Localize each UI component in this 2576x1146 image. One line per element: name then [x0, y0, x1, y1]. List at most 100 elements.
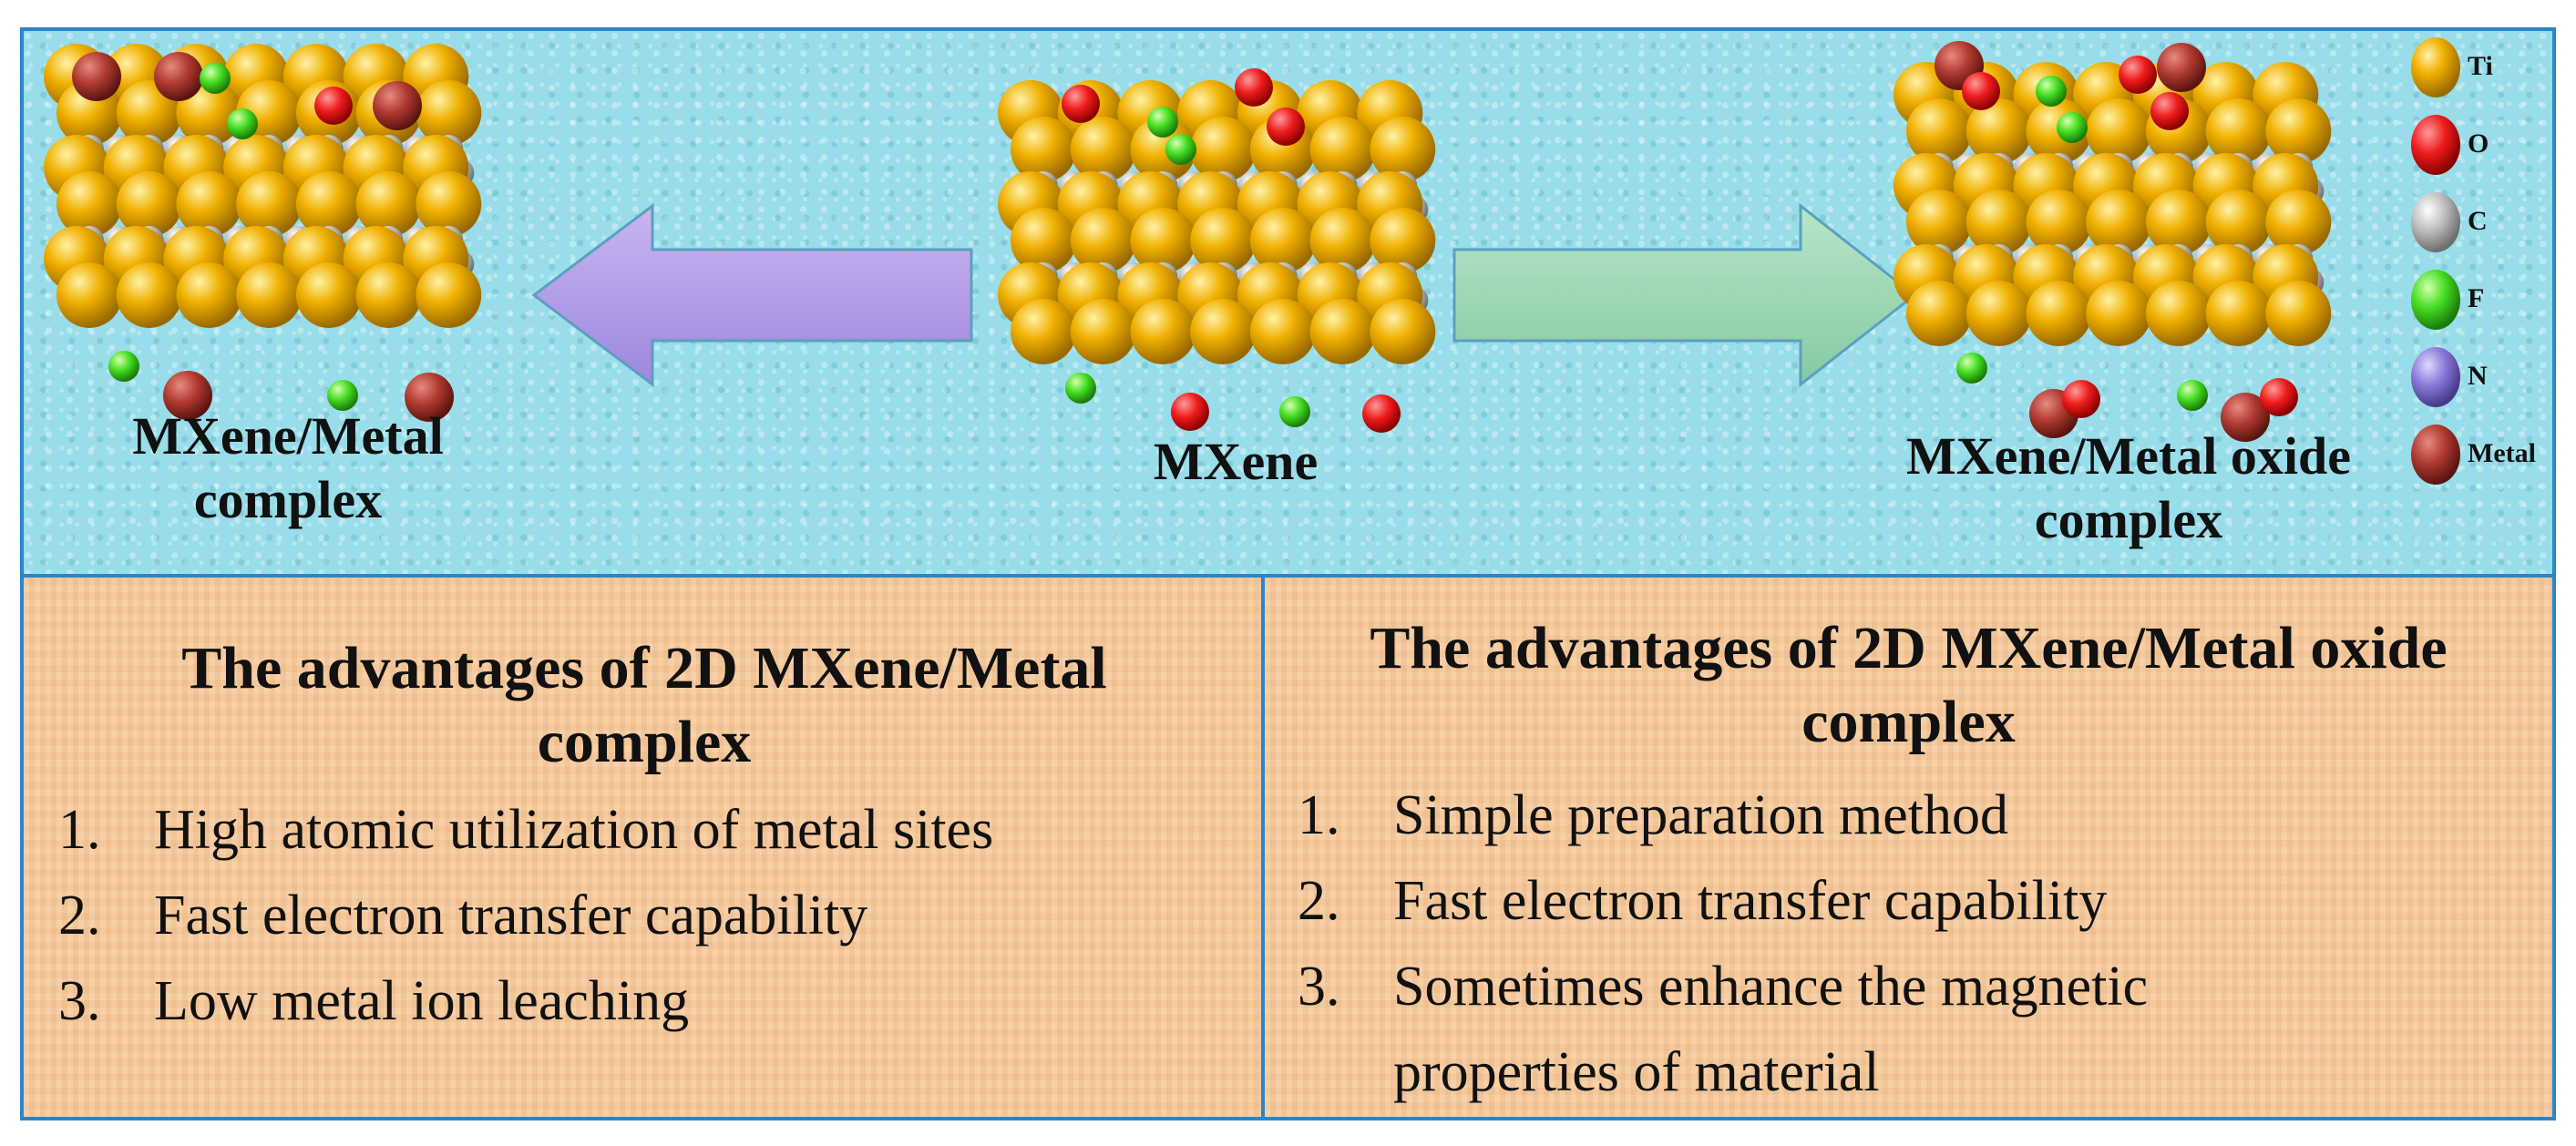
arrow-left-icon — [531, 202, 973, 388]
ti-atom — [355, 171, 422, 237]
ti-atom — [1130, 299, 1196, 364]
f-atom — [108, 351, 139, 382]
ti-atom — [2026, 189, 2092, 255]
metal-oxide-advantages-title: The advantages of 2D MXene/Metal oxide c… — [1265, 612, 2552, 759]
ti-atom — [176, 262, 242, 328]
ti-atom — [1190, 117, 1257, 182]
ti-atom — [1965, 98, 2032, 164]
o-atom — [2260, 378, 2298, 416]
legend-label: F — [2468, 283, 2485, 313]
ti-atom — [416, 262, 482, 328]
list-item: 3. Sometimes enhance the magnetic proper… — [1298, 944, 2537, 1115]
legend-ti-atom-icon — [2411, 37, 2460, 97]
ti-atom — [1011, 117, 1076, 182]
ti-atom — [1370, 299, 1436, 364]
ti-atom — [1309, 208, 1376, 273]
ti-atom — [1370, 208, 1436, 273]
ti-atom — [1011, 299, 1076, 364]
ti-atom — [1370, 117, 1436, 182]
structure-panel: MXene/Metal complex MXene MXene/Metal ox… — [24, 31, 2552, 578]
o-atom — [2150, 92, 2189, 130]
right-structure-label-line2: complex — [2034, 489, 2223, 549]
ti-atom — [1070, 208, 1136, 273]
ti-atom — [1130, 208, 1196, 273]
list-item: 2. Fast electron transfer capability — [58, 873, 1243, 958]
ti-atom — [2145, 281, 2212, 346]
o-atom — [1962, 72, 2000, 110]
list-number: 2. — [1298, 870, 1340, 932]
ti-atom — [2205, 189, 2272, 255]
ti-atom — [2145, 189, 2212, 255]
legend-o-atom-icon — [2411, 115, 2460, 175]
ti-atom — [416, 80, 482, 146]
list-item: 2. Fast electron transfer capability — [1298, 858, 2537, 944]
list-text: High atomic utilization of metal sites — [154, 799, 994, 861]
f-atom — [2036, 76, 2067, 107]
f-atom — [1165, 134, 1196, 165]
metal-complex-advantages-title: The advantages of 2D MXene/Metal complex — [24, 632, 1265, 779]
ti-atom — [2265, 281, 2332, 346]
o-atom — [314, 87, 353, 125]
o-atom — [2062, 380, 2100, 418]
f-atom — [1279, 396, 1310, 427]
o-atom — [2119, 56, 2157, 94]
ti-atom — [1965, 281, 2032, 346]
metal-oxide-title-line2: complex — [1801, 688, 2016, 755]
ti-atom — [1011, 208, 1076, 273]
f-atom — [327, 380, 358, 411]
ti-atom — [416, 171, 482, 237]
metal-atom — [72, 52, 121, 101]
ti-atom — [1190, 208, 1257, 273]
ti-atom — [2086, 281, 2152, 346]
o-atom — [1267, 107, 1305, 146]
list-text: Simple preparation method — [1393, 784, 2008, 846]
list-number: 3. — [58, 970, 101, 1032]
f-atom — [1956, 353, 1987, 384]
metal-atom — [2157, 43, 2206, 92]
list-number: 2. — [58, 885, 101, 946]
f-atom — [2057, 112, 2088, 143]
figure-frame: MXene/Metal complex MXene MXene/Metal ox… — [20, 27, 2556, 1120]
ti-atom — [1130, 117, 1196, 182]
o-atom — [1235, 68, 1273, 107]
metal-oxide-advantages-list: 1. Simple preparation method 2. Fast ele… — [1298, 773, 2537, 1115]
center-structure-label: MXene — [1153, 432, 1319, 491]
ti-atom — [56, 262, 122, 328]
legend-label: C — [2468, 206, 2488, 236]
ti-atom — [1249, 299, 1316, 364]
metal-complex-title-line2: complex — [537, 708, 752, 775]
ti-atom — [236, 171, 303, 237]
ti-atom — [1309, 299, 1376, 364]
ti-atom — [1906, 281, 1972, 346]
mxene-metal-complex-structure — [44, 44, 482, 422]
left-structure-label-line1: MXene/Metal — [132, 406, 444, 466]
right-structure-label-line1: MXene/Metal oxide — [1905, 426, 2351, 486]
metal-atom — [373, 81, 422, 130]
list-number: 1. — [1298, 784, 1340, 846]
list-text-continued: properties of material — [1393, 1041, 1880, 1103]
ti-atom — [2265, 98, 2332, 164]
structure-illustration — [44, 37, 2460, 485]
o-atom — [1362, 394, 1401, 433]
list-text: Sometimes enhance the magnetic — [1393, 956, 2149, 1018]
ti-atom — [236, 262, 303, 328]
mxene-structure — [998, 68, 1436, 433]
ti-atom — [1070, 117, 1136, 182]
ti-atom — [1309, 117, 1376, 182]
metal-atom — [154, 52, 203, 101]
list-number: 1. — [58, 799, 101, 861]
legend-metal-atom-icon — [2411, 425, 2460, 485]
legend-label: Ti — [2468, 51, 2493, 81]
arrow-right-icon — [1452, 202, 1917, 388]
o-atom — [1171, 393, 1209, 431]
ti-atom — [176, 171, 242, 237]
ti-atom — [2265, 189, 2332, 255]
list-text: Low metal ion leaching — [154, 970, 690, 1032]
ti-atom — [56, 171, 122, 237]
list-item: 1. High atomic utilization of metal site… — [58, 787, 1243, 873]
metal-atom — [2221, 393, 2270, 442]
list-item: 1. Simple preparation method — [1298, 773, 2537, 858]
f-atom — [2177, 380, 2208, 411]
ti-atom — [2086, 98, 2152, 164]
atom-legend — [2411, 37, 2460, 485]
